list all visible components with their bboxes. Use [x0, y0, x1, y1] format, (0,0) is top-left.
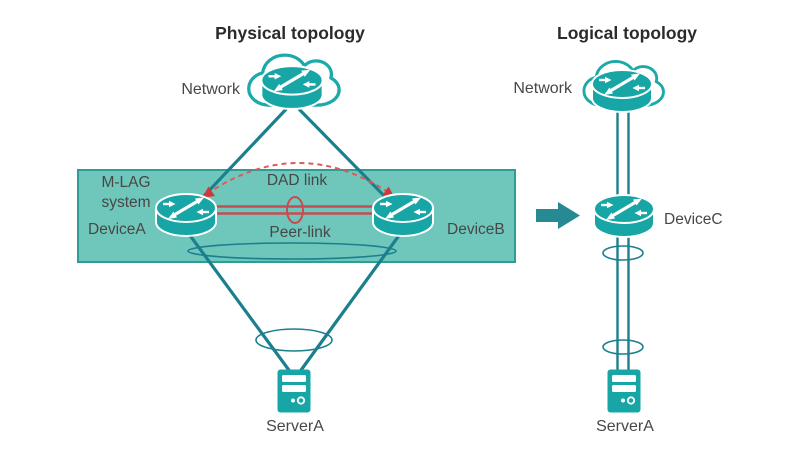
server-icon-logical [607, 369, 641, 413]
transform-arrow-icon [536, 202, 580, 229]
network-label-physical: Network [181, 81, 240, 98]
downlink-left-line [184, 229, 296, 378]
device-b-label: DeviceB [447, 221, 505, 238]
router-icon-network-physical [259, 64, 325, 111]
physical-topology-title: Physical topology [215, 23, 365, 43]
mlag-system-label: M-LAG system [90, 173, 162, 212]
dad-link-label: DAD link [266, 172, 328, 189]
router-icon-devicec [592, 193, 656, 239]
router-icon-deviceb [371, 192, 435, 238]
peer-link-lines [212, 205, 378, 215]
router-icon-devicea [154, 192, 218, 238]
mlag-system-label-line2: system [101, 193, 151, 211]
mlag-system-label-line1: M-LAG [101, 174, 151, 191]
logical-topology-title: Logical topology [557, 23, 697, 43]
peer-link-label: Peer-link [269, 224, 331, 241]
logical-lag-ellipse-lower [602, 339, 644, 355]
mlag-aggregation-ellipse [187, 242, 397, 260]
logical-lag-ellipse-upper [602, 245, 644, 261]
router-icon-network-logical [590, 68, 654, 114]
server-a-label-logical: ServerA [596, 418, 654, 435]
server-aggregation-ellipse [255, 328, 333, 352]
device-a-label: DeviceA [88, 221, 146, 238]
logical-uplink-lines [616, 108, 630, 380]
server-a-label-physical: ServerA [266, 418, 324, 435]
dad-link-arrowhead-left [202, 186, 215, 198]
device-c-label: DeviceC [664, 211, 723, 228]
server-icon-physical [277, 369, 311, 413]
mlag-system-box [77, 169, 516, 263]
network-label-logical: Network [513, 80, 572, 97]
peer-link-ellipse [286, 196, 304, 224]
